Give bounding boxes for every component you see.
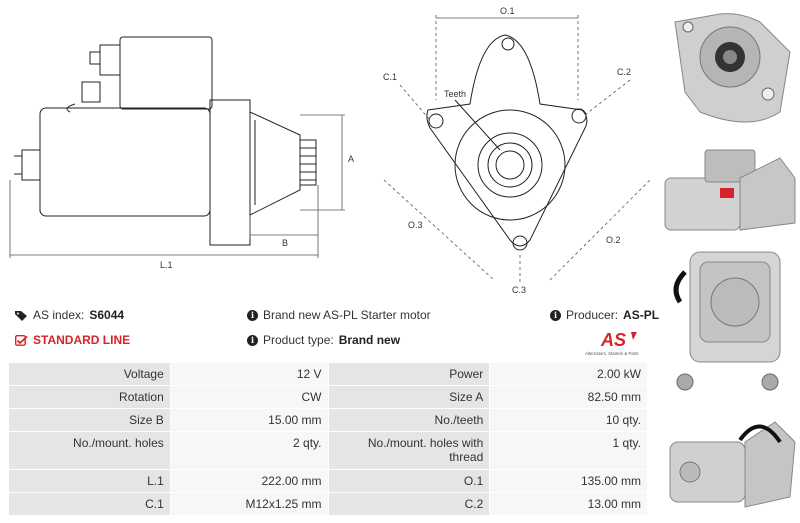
description-text: Brand new AS-PL Starter motor — [263, 308, 431, 322]
spec-value: 222.00 mm — [169, 469, 329, 493]
spec-value: M12x1.25 mm — [169, 492, 329, 516]
spec-value: 12 V — [169, 362, 329, 386]
label-o2: O.2 — [606, 235, 621, 245]
label-c1: C.1 — [383, 72, 397, 82]
producer: i Producer: AS-PL — [550, 308, 659, 322]
spec-value: 2.00 kW — [489, 362, 648, 386]
label-o1: O.1 — [500, 6, 515, 16]
as-index: AS index: S6044 — [15, 308, 124, 322]
producer-logo: AS Alternators, Starters & Parts — [585, 330, 639, 356]
spec-value: 10 qty. — [489, 408, 648, 432]
product-type-value: Brand new — [338, 333, 401, 347]
spec-value: CW — [169, 385, 329, 409]
spec-label: No./mount. holes — [8, 431, 171, 470]
spec-label: L.1 — [8, 469, 171, 493]
starter-drawings-svg: L.1 B A O.1 O.2 O.3 C.1 C.2 C.3 Teeth — [9, 6, 651, 295]
technical-drawing: L.1 B A O.1 O.2 O.3 C.1 C.2 C.3 Teeth — [0, 0, 660, 300]
spec-label: O.1 — [327, 469, 491, 493]
photo-rear-view[interactable] — [660, 242, 800, 402]
info-icon: i — [247, 334, 258, 346]
spec-value: 13.00 mm — [489, 492, 648, 516]
spec-label: No./teeth — [327, 408, 491, 432]
table-row: L.1 222.00 mm O.1 135.00 mm — [8, 469, 648, 493]
spec-label: C.1 — [8, 492, 171, 516]
spec-label: Rotation — [8, 385, 171, 409]
info-icon: i — [247, 309, 258, 321]
spec-label: No./mount. holes with thread — [327, 431, 491, 470]
front-view-dimensions — [383, 15, 651, 285]
spec-label: Size B — [8, 408, 171, 432]
product-type-label: Product type: — [263, 333, 334, 347]
spec-value: 2 qty. — [169, 431, 329, 470]
spec-label: Size A — [327, 385, 491, 409]
spec-label: C.2 — [327, 492, 491, 516]
table-row: C.1 M12x1.25 mm C.2 13.00 mm — [8, 492, 648, 516]
product-type: i Product type: Brand new — [247, 333, 400, 347]
label-l1: L.1 — [160, 260, 173, 270]
producer-value: AS-PL — [623, 308, 660, 322]
label-o3: O.3 — [408, 220, 423, 230]
as-index-value: S6044 — [89, 308, 125, 322]
side-view-dimensions — [9, 114, 345, 258]
spec-label: Power — [327, 362, 491, 386]
label-b: B — [282, 238, 288, 248]
checkbox-checked-icon — [15, 334, 28, 346]
front-view-drawing — [426, 34, 588, 251]
standard-line: STANDARD LINE — [15, 333, 130, 347]
logo-tagline: Alternators, Starters & Parts — [585, 351, 639, 356]
spec-value: 135.00 mm — [489, 469, 648, 493]
logo-mark: AS — [600, 330, 626, 350]
spec-value: 82.50 mm — [489, 385, 648, 409]
table-row: No./mount. holes 2 qty. No./mount. holes… — [8, 431, 648, 470]
description: i Brand new AS-PL Starter motor — [247, 308, 431, 322]
photo-side-view[interactable] — [660, 138, 800, 238]
photo-front-view[interactable] — [660, 2, 800, 130]
spec-value: 15.00 mm — [169, 408, 329, 432]
info-icon: i — [550, 309, 561, 321]
label-a: A — [348, 154, 354, 164]
product-photos — [660, 0, 800, 523]
tag-icon — [15, 310, 27, 321]
producer-label: Producer: — [566, 308, 619, 322]
label-c3: C.3 — [512, 285, 526, 295]
side-view-drawing — [14, 36, 317, 246]
label-teeth: Teeth — [444, 89, 466, 99]
table-row: Voltage 12 V Power 2.00 kW — [8, 362, 648, 386]
table-row: Rotation CW Size A 82.50 mm — [8, 385, 648, 409]
spec-value: 1 qty. — [489, 431, 648, 470]
spec-table: Voltage 12 V Power 2.00 kW Rotation CW S… — [8, 362, 648, 516]
as-index-label: AS index: — [33, 308, 85, 322]
table-row: Size B 15.00 mm No./teeth 10 qty. — [8, 408, 648, 432]
spec-label: Voltage — [8, 362, 171, 386]
label-c2: C.2 — [617, 67, 631, 77]
standard-line-label: STANDARD LINE — [33, 333, 131, 347]
photo-angled-view[interactable] — [660, 412, 800, 520]
